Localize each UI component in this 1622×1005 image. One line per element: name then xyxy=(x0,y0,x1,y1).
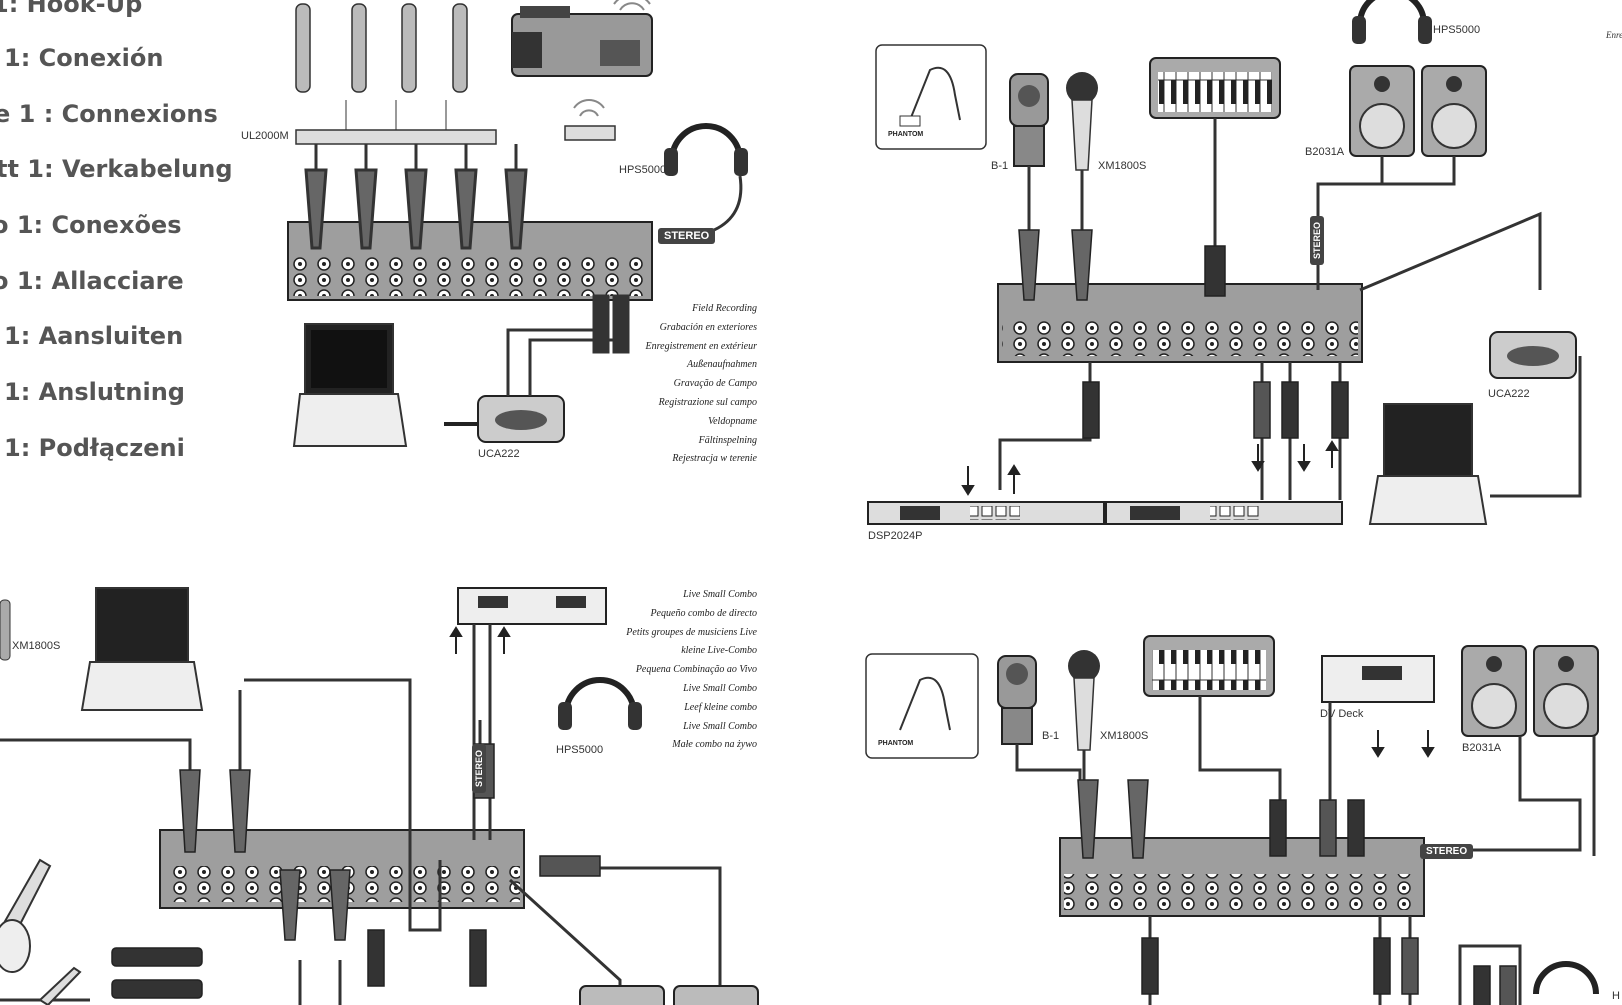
video-camera-icon xyxy=(511,0,653,77)
caption-line: Außenaufnahmen xyxy=(687,359,757,371)
label-b2031a: B2031A xyxy=(1305,146,1345,158)
signal-arrows xyxy=(1371,730,1435,758)
live-combo-captions: Live Small Combo Pequeño combo de direct… xyxy=(626,586,757,755)
caption-line: Małe combo na żywo xyxy=(672,739,757,751)
step-title-en: 1: Hook-Up xyxy=(0,0,143,18)
dv-deck-icon xyxy=(1321,655,1435,703)
label-dsp2024p: DSP2024P xyxy=(868,530,923,542)
label-dv-deck: DV Deck xyxy=(1320,708,1364,720)
xm1800s-mic xyxy=(1068,650,1100,751)
label-uca222: UCA222 xyxy=(478,448,520,460)
label-b1: B-1 xyxy=(991,160,1009,172)
partial-mic-icon xyxy=(0,599,11,661)
signal-arrows xyxy=(961,440,1339,496)
caption-line: kleine Live-Combo xyxy=(681,645,757,657)
caption-line: Leef kleine combo xyxy=(684,701,757,713)
video-connectors xyxy=(1077,779,1517,1005)
caption-line: Enregistrement en extérieur xyxy=(645,340,757,352)
uca222-interface xyxy=(444,395,565,443)
phantom-switch-box xyxy=(865,653,979,759)
step-title-de: tt 1: Verkabelung xyxy=(0,155,233,183)
uca222-interface xyxy=(1489,331,1577,379)
caption-line: Veldopname xyxy=(708,415,757,427)
b2031a-monitors xyxy=(1461,645,1599,737)
wireless-mics xyxy=(295,3,468,93)
label-b2031a: B2031A xyxy=(1462,742,1502,754)
caption-line: Live Small Combo xyxy=(683,682,757,694)
mixer-video xyxy=(1059,837,1425,917)
label-ul2000m: UL2000M xyxy=(241,130,289,142)
stage-monitors xyxy=(579,985,759,1005)
label-xm1800s: XM1800S xyxy=(12,640,61,652)
laptop-icon xyxy=(292,323,408,447)
b1-condenser-mic xyxy=(1009,73,1049,167)
step-title-pt: o 1: Conexões xyxy=(0,211,182,239)
caption-line: Grabación en exteriores xyxy=(659,321,757,333)
studio-connectors xyxy=(1018,229,1349,439)
label-hps5000: HPS5000 xyxy=(619,164,667,176)
caption-line: Pequeño combo de directo xyxy=(650,607,757,619)
step-title-nl: 1: Aansluiten xyxy=(4,322,184,350)
step-title-pl: 1: Podłączeni xyxy=(4,434,185,462)
live-connectors xyxy=(111,743,601,999)
video-setup-diagram xyxy=(865,635,1599,1005)
label-phantom: PHANTOM xyxy=(888,131,924,138)
xm1800s-mic xyxy=(1066,72,1098,171)
label-phantom: PHANTOM xyxy=(878,740,914,747)
label-edge-partial: Enre xyxy=(1606,30,1622,40)
caption-line: Pequena Combinação ao Vivo xyxy=(635,664,757,676)
headphones-icon xyxy=(1352,0,1432,44)
headphones-icon xyxy=(558,677,642,730)
wireless-router-icon xyxy=(564,99,616,141)
label-uca222: UCA222 xyxy=(1488,388,1530,400)
caption-line: Field Recording xyxy=(692,303,757,314)
label-edge-partial: H xyxy=(1612,990,1620,1002)
step-title-sv: 1: Anslutning xyxy=(4,378,185,406)
step-title-fr: e 1 : Connexions xyxy=(0,100,218,128)
label-hps5000: HPS5000 xyxy=(556,744,604,756)
electric-guitar-icon xyxy=(0,858,52,973)
ul2000m-receivers xyxy=(295,100,497,145)
stereo-tag: STEREO xyxy=(472,744,486,794)
rca-cables-field xyxy=(506,294,630,396)
dsp2024p-racks xyxy=(867,501,1343,525)
stereo-tag: STEREO xyxy=(658,228,716,244)
headphones-icon xyxy=(1533,961,1599,995)
mixer-studio xyxy=(997,283,1363,363)
caption-line: Registrazione sul campo xyxy=(658,396,757,408)
stereo-tag: STEREO xyxy=(1310,216,1324,266)
headphones-icon xyxy=(664,123,748,176)
step-title-es: 1: Conexión xyxy=(4,44,164,72)
caption-line: Live Small Combo xyxy=(683,589,757,600)
xlr-cables-field xyxy=(304,144,528,250)
cassette-deck-icon xyxy=(457,587,607,625)
b2031a-monitors xyxy=(1349,65,1487,157)
midi-keyboard-icon xyxy=(1143,635,1275,697)
caption-line: Fältinspelning xyxy=(698,434,757,446)
field-recording-diagram xyxy=(287,0,748,447)
label-xm1800s: XM1800S xyxy=(1100,730,1149,742)
label-hps5000: HPS5000 xyxy=(1433,24,1481,36)
b1-condenser-mic xyxy=(997,655,1037,745)
live-combo-diagram xyxy=(0,587,759,1005)
caption-line: Petits groupes de musiciens Live xyxy=(626,626,757,638)
caption-line: Rejestracja w terenie xyxy=(672,453,757,465)
midi-keyboard-icon xyxy=(1149,57,1281,119)
field-recording-captions: Field Recording Grabación en exteriores … xyxy=(646,300,757,469)
caption-line: Gravação de Campo xyxy=(673,378,757,390)
caption-line: Live Small Combo xyxy=(683,720,757,732)
stereo-tag: STEREO xyxy=(1420,844,1474,859)
bass-guitar-icon xyxy=(38,966,82,1005)
laptop-icon xyxy=(1368,403,1488,525)
label-xm1800s: XM1800S xyxy=(1098,160,1147,172)
studio-setup-diagram xyxy=(867,0,1582,525)
label-b1: B-1 xyxy=(1042,730,1060,742)
laptop-icon xyxy=(80,587,204,711)
step-title-it: o 1: Allacciare xyxy=(0,267,184,295)
signal-arrows xyxy=(449,626,511,654)
